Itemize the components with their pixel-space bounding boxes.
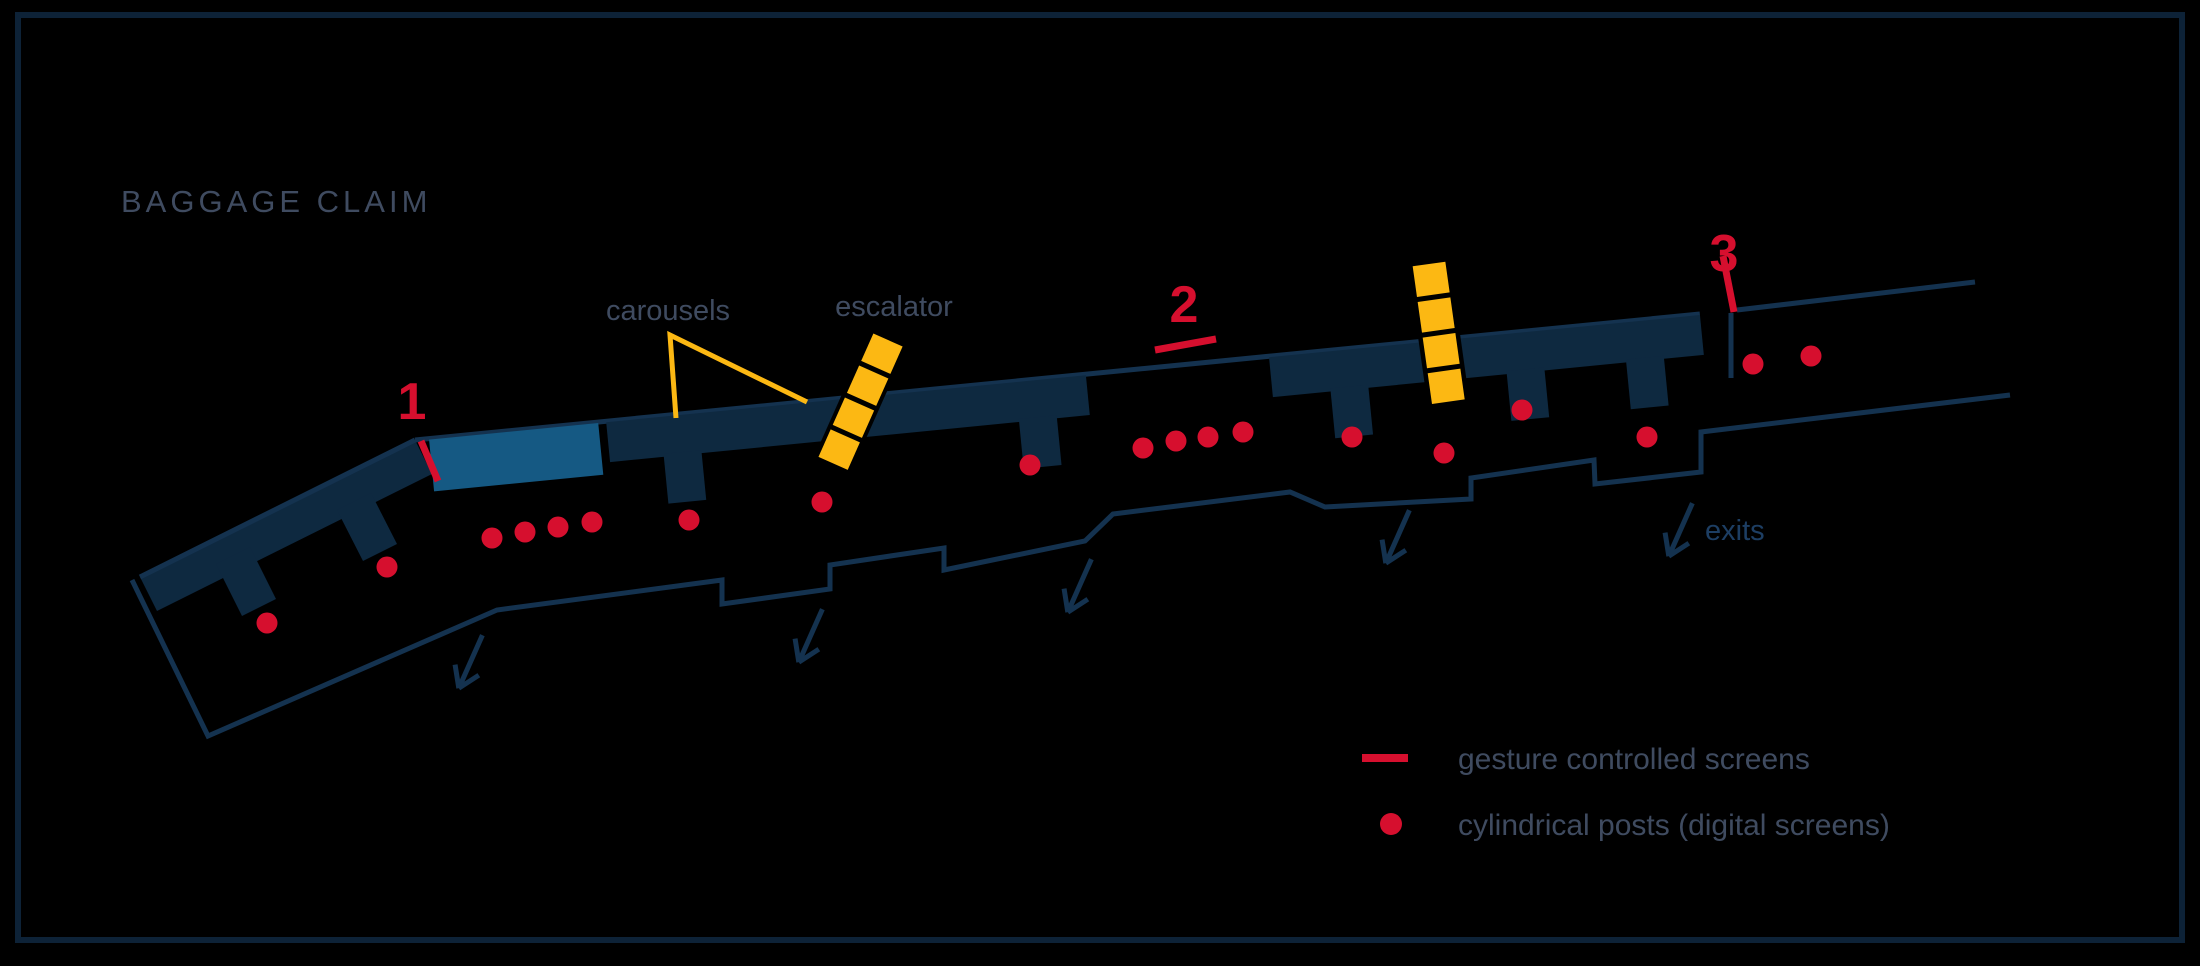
legend-posts-label: cylindrical posts (digital screens): [1458, 809, 1890, 842]
post-dot: [1341, 426, 1363, 448]
exit-arrow-icon: [1061, 558, 1094, 615]
carousel-1-belt: [429, 423, 604, 492]
exit-arrow-icon: [1662, 502, 1695, 559]
carousel-stem-left-1: [216, 547, 276, 616]
post-dot: [1433, 442, 1455, 464]
escalator-step: [832, 397, 875, 438]
escalator-step: [1417, 297, 1455, 333]
exits-label: exits: [1705, 515, 1765, 547]
carousels-pointer: [667, 330, 809, 419]
baggage-band-right: [414, 311, 1704, 504]
exit-arrow-icon: [1379, 509, 1412, 566]
legend: gesture controlled screens cylindrical p…: [1362, 743, 1890, 842]
post-dot: [811, 491, 833, 513]
escalator-step: [846, 365, 889, 406]
post-dot: [1019, 454, 1041, 476]
baggage-band-left: [140, 440, 432, 611]
escalator-step: [1422, 333, 1460, 369]
post-dot: [256, 612, 278, 634]
post-dot: [678, 509, 700, 531]
escalator-label: escalator: [835, 291, 953, 323]
post-dot: [1636, 426, 1658, 448]
gesture-screen-3: [1719, 255, 1738, 313]
baggage-band-left-wall: [138, 437, 417, 580]
post-dot: [376, 556, 398, 578]
post-dot: [547, 516, 569, 538]
escalator-step: [1427, 368, 1465, 404]
carousel-marker-1: 1: [398, 373, 427, 431]
escalator-step: [818, 429, 860, 470]
cylindrical-posts: [256, 345, 1822, 634]
gesture-screen-2: [1154, 335, 1217, 354]
escalator-step: [1412, 261, 1450, 297]
carousel-marker-3: 3: [1710, 225, 1739, 283]
carousel-stem-3: [1330, 384, 1374, 439]
gesture-screen-1: [417, 439, 442, 483]
frame-border: [15, 12, 2185, 943]
exit-arrow-icon: [452, 634, 485, 691]
escalator-1-icon: [812, 326, 909, 477]
post-dot: [1511, 399, 1533, 421]
wall-outline: [129, 392, 2011, 740]
post-dot: [1165, 430, 1187, 452]
carousel-stem-left-2: [337, 493, 397, 561]
post-dot: [1742, 353, 1764, 375]
carousels-label: carousels: [606, 295, 730, 327]
post-dot: [481, 527, 503, 549]
escalator-step: [861, 333, 903, 374]
corridor-top-wall: [1736, 279, 1976, 313]
post-dot: [514, 521, 536, 543]
escalator-2-icon: [1407, 255, 1471, 412]
page-title: BAGGAGE CLAIM: [121, 184, 431, 219]
exit-arrow-icon: [792, 608, 825, 665]
carousel-stem-1: [663, 450, 707, 504]
band-section-b: [1269, 315, 1704, 398]
post-dot: [1800, 345, 1822, 367]
post-dot: [1232, 421, 1254, 443]
post-dot: [581, 511, 603, 533]
legend-gesture-label: gesture controlled screens: [1458, 743, 1810, 776]
carousel-marker-2: 2: [1170, 276, 1199, 334]
legend-post-dot-icon: [1380, 813, 1402, 835]
post-dot: [1197, 426, 1219, 448]
post-dot: [1132, 437, 1154, 459]
carousel-stem-5: [1625, 355, 1669, 410]
exit-arrows: [452, 502, 1695, 691]
baggage-band-top-wall: [414, 311, 1701, 443]
